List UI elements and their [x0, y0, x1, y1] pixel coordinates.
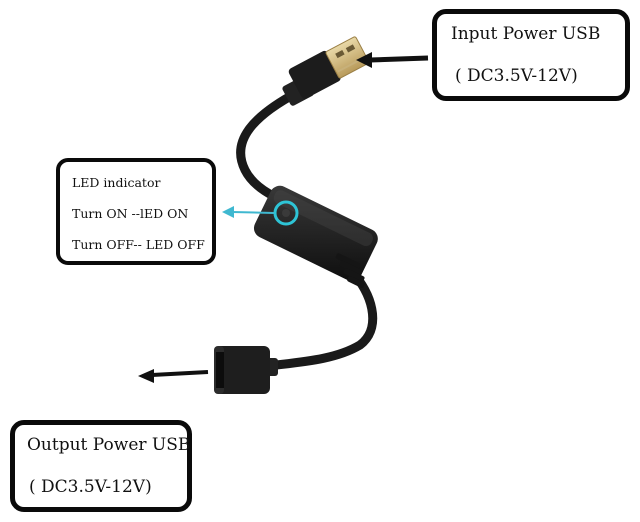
input-callout-range: ( DC3.5V-12V): [455, 66, 578, 86]
led-ring-icon: [273, 200, 299, 226]
led-callout-line2: Turn ON --lED ON: [72, 206, 189, 221]
arrow-led-icon: [222, 206, 275, 218]
arrow-output-icon: [138, 369, 209, 383]
input-callout: Input Power USB ( DC3.5V-12V): [432, 9, 630, 101]
led-callout-line1: LED indicator: [72, 175, 161, 190]
arrow-input-icon: [356, 52, 429, 68]
output-callout-range: ( DC3.5V-12V): [29, 477, 152, 497]
usb-a-plug-icon: [288, 36, 370, 99]
output-callout-title: Output Power USB: [27, 435, 191, 455]
cable-upper: [236, 87, 303, 210]
control-module: [253, 185, 378, 282]
input-callout-title: Input Power USB: [451, 24, 601, 44]
output-callout: Output Power USB ( DC3.5V-12V): [10, 420, 192, 512]
led-callout-line3: Turn OFF-- LED OFF: [72, 237, 205, 252]
strain-relief-body: [335, 253, 365, 288]
usb-a-socket-icon: [214, 346, 270, 394]
cable-lower: [263, 270, 378, 371]
led-callout: LED indicator Turn ON --lED ON Turn OFF-…: [56, 158, 216, 265]
